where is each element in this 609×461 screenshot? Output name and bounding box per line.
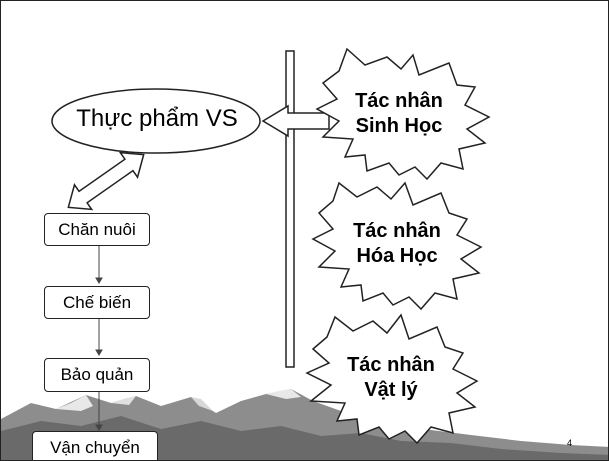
burst-physical [305, 313, 479, 445]
left-arrow [261, 104, 330, 138]
step-processing-box: Chế biến [44, 286, 150, 319]
burst-chemical [311, 181, 483, 311]
page-number: 4 [567, 438, 573, 448]
agent-physical-label: Tác nhân Vật lý [321, 353, 461, 403]
agent-physical-line1: Tác nhân [347, 354, 435, 376]
agent-physical-line2: Vật lý [364, 379, 418, 401]
step-processing-label: Chế biến [62, 292, 132, 312]
double-arrow [67, 151, 145, 211]
step-transport-label: Vận chuyển [50, 438, 140, 457]
agent-biological-label: Tác nhân Sinh Học [329, 89, 469, 139]
agent-biological-line2: Sinh Học [355, 115, 443, 137]
food-ellipse [51, 88, 261, 154]
step-livestock-label: Chăn nuôi [58, 219, 136, 239]
agent-chemical-line2: Hóa Học [356, 245, 438, 267]
vertical-bar [285, 50, 295, 368]
step-preservation-box: Bảo quản [44, 358, 150, 392]
agent-chemical-line1: Tác nhân [353, 220, 441, 242]
agent-biological-line1: Tác nhân [355, 90, 443, 112]
step-livestock-box: Chăn nuôi [44, 213, 150, 246]
agent-chemical-label: Tác nhân Hóa Học [327, 219, 467, 269]
burst-biological [315, 47, 491, 181]
step-connectors [95, 245, 103, 431]
step-transport-box: Vận chuyển [32, 431, 158, 460]
step-preservation-label: Bảo quản [60, 365, 134, 384]
food-label: Thực phẩm VS [76, 105, 238, 132]
